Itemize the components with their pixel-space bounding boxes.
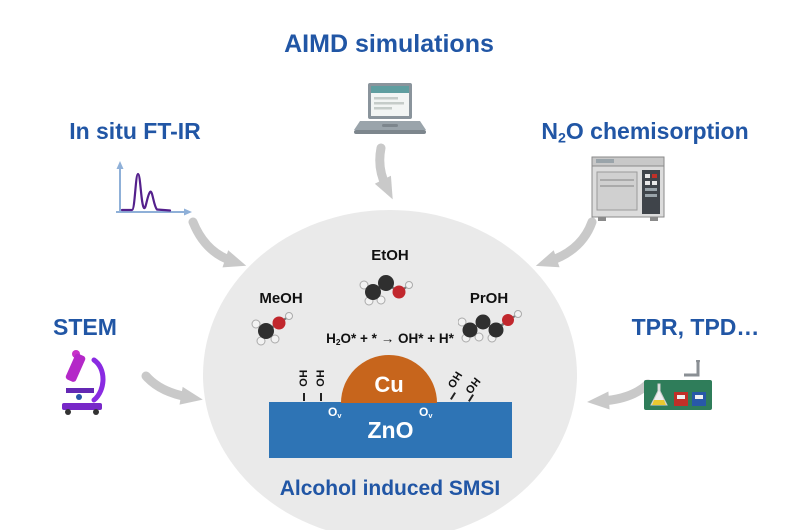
n2o-subscript: 2	[557, 130, 566, 147]
etoh-label: EtOH	[371, 247, 409, 264]
smsi-caption: Alcohol induced SMSI	[279, 477, 501, 500]
n2o-chemisorption-label: N2O chemisorption	[541, 118, 749, 147]
meoh-molecule	[249, 309, 295, 349]
tpr-tpd-label: TPR, TPD…	[631, 314, 760, 340]
arrow-aimd-to-center	[374, 143, 393, 200]
ir-spectrum-icon	[106, 158, 196, 220]
hydroxyl-bond-tick	[303, 393, 305, 401]
aimd-simulations-label: AIMD simulations	[284, 30, 494, 58]
surface-reaction-equation: H2O* + * → OH* + H*	[326, 331, 454, 348]
microscope-icon	[52, 348, 116, 416]
hydroxyl-label: OH	[297, 369, 310, 387]
in-situ-ftir-label: In situ FT-IR	[69, 118, 201, 144]
arrow-n2o-to-center	[535, 217, 597, 268]
meoh-label: MeOH	[259, 290, 303, 307]
laptop-icon	[354, 82, 426, 136]
hydroxyl-label: OH	[314, 369, 327, 387]
gas-chromatograph-icon	[588, 153, 670, 225]
zno-label: ZnO	[367, 416, 414, 443]
stem-label: STEM	[53, 314, 117, 340]
proh-label: PrOH	[469, 290, 509, 307]
reactor-setup-icon	[638, 359, 718, 418]
oxygen-vacancy-label-right: Ov	[419, 405, 433, 420]
proh-molecule	[457, 307, 524, 345]
arrow-ftir-to-center	[188, 217, 247, 268]
zno-support: ZnO	[269, 402, 512, 458]
hydroxyl-bond-tick	[320, 393, 322, 401]
oxygen-vacancy-label-left: Ov	[328, 405, 342, 420]
cu-label: Cu	[374, 372, 404, 397]
arrow-stem-to-center	[141, 371, 203, 405]
reaction-subscript: 2	[335, 337, 341, 348]
etoh-molecule	[358, 267, 414, 309]
